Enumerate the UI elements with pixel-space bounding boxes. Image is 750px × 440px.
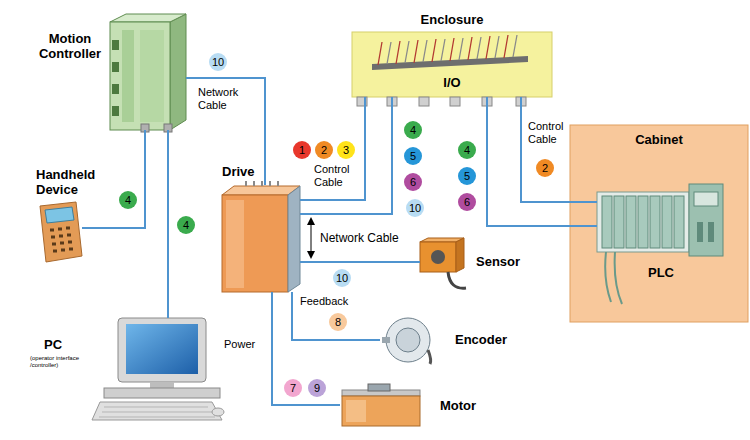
sensor: Sensor	[420, 238, 468, 290]
pc: PC(operator interface /controller)	[92, 318, 226, 425]
drive: Drive	[222, 185, 300, 292]
cable-label: Control Cable	[314, 163, 360, 188]
motor-label: Motor	[440, 399, 476, 414]
motion-controller: Motion Controller	[110, 14, 186, 130]
motor-illustration	[342, 384, 420, 426]
motion-controller-illustration	[110, 14, 186, 132]
callout-number: 7	[284, 379, 302, 397]
enclosure-illustration	[352, 32, 552, 106]
plc: PLC	[597, 180, 725, 285]
callout-number: 6	[458, 193, 476, 211]
drive-illustration	[222, 181, 300, 292]
handheld-device: Handheld Device	[38, 202, 82, 262]
cable-label: Network Cable	[198, 86, 250, 111]
callout-number: 5	[404, 147, 422, 165]
callout-number: 4	[119, 191, 137, 209]
drive-label: Drive	[222, 165, 255, 180]
cable-label: Feedback	[300, 295, 348, 308]
cable-line	[487, 97, 597, 226]
cable-line	[167, 130, 169, 318]
io-enclosure-label: Enclosure	[352, 13, 552, 28]
callout-number: 8	[329, 313, 347, 331]
callout-number: 10	[406, 199, 424, 217]
handheld-device-label: Handheld Device	[36, 168, 104, 198]
callout-number: 6	[404, 173, 422, 191]
handheld-illustration	[40, 202, 82, 262]
cabinet: CabinetPLC	[570, 125, 748, 322]
callout-number: 1	[293, 141, 311, 159]
io-enclosure: EnclosureI/O	[352, 32, 552, 97]
callout-number: 4	[177, 216, 195, 234]
cable-line	[300, 261, 420, 263]
callout-number: 9	[308, 379, 326, 397]
encoder-label: Encoder	[455, 333, 507, 348]
callout-number: 2	[536, 159, 554, 177]
pc-label: (operator interface /controller)	[30, 355, 90, 369]
cable-label: Control Cable	[528, 120, 572, 145]
sensor-label: Sensor	[476, 255, 520, 270]
motion-controller-label: Motion Controller	[32, 32, 108, 62]
motor: Motor	[340, 384, 422, 428]
callout-number: 10	[209, 53, 227, 71]
cable-line	[186, 78, 265, 185]
io-enclosure-label: I/O	[352, 76, 552, 91]
span-bracket	[311, 221, 312, 255]
cable-line	[521, 97, 597, 202]
cable-line	[272, 292, 340, 405]
plc-label: PLC	[597, 266, 725, 281]
cable-label: Power	[224, 338, 255, 351]
encoder-illustration	[382, 318, 431, 364]
cabinet-illustration	[570, 125, 748, 322]
callout-number: 3	[337, 141, 355, 159]
sensor-illustration	[420, 238, 466, 288]
callout-number: 5	[458, 167, 476, 185]
cable-line	[292, 292, 380, 340]
pc-label: PC	[44, 338, 62, 353]
encoder: Encoder	[380, 316, 432, 364]
callout-number: 4	[404, 121, 422, 139]
cable-line	[300, 97, 392, 214]
pc-illustration	[92, 318, 224, 420]
cabinet-label: Cabinet	[570, 133, 748, 148]
callout-number: 10	[333, 269, 351, 287]
callout-number: 4	[458, 141, 476, 159]
callout-number: 2	[315, 141, 333, 159]
cable-note: Network Cable	[320, 231, 399, 245]
